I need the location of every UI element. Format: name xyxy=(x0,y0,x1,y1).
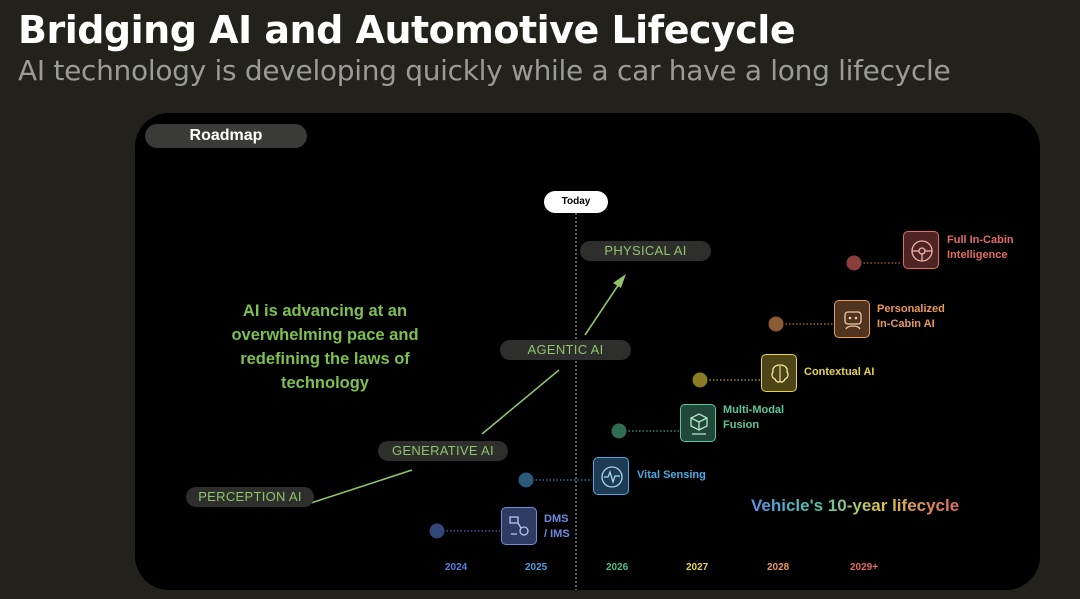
feature-multi-modal-label: Multi-Modal Fusion xyxy=(723,404,785,431)
year-label-2026: 2026 xyxy=(606,562,629,573)
today-marker: Today xyxy=(544,191,608,213)
dot-contextual xyxy=(692,372,708,388)
feature-contextual-label: Contextual AI xyxy=(804,366,875,378)
page-subtitle: AI technology is developing quickly whil… xyxy=(18,54,951,87)
feature-dms-ims-label: DMS / IMS xyxy=(544,513,570,540)
vehicle-lifecycle-label: Vehicle's 10-year lifecycle xyxy=(751,496,960,515)
brain-icon xyxy=(771,364,789,383)
stage-generative-ai: GENERATIVE AI xyxy=(378,441,508,461)
year-label-2028: 2028 xyxy=(767,562,790,573)
stage-agentic-ai: AGENTIC AI xyxy=(500,340,631,360)
feature-personalized-box xyxy=(834,300,870,338)
feature-vital-sensing-label: Vital Sensing xyxy=(637,469,706,481)
year-label-2025: 2025 xyxy=(525,562,548,573)
dot-vital-sensing xyxy=(518,472,534,488)
year-label-2024: 2024 xyxy=(445,562,468,573)
feature-vital-sensing-box xyxy=(593,457,629,495)
feature-multi-modal-box xyxy=(680,404,716,442)
arrow-perception-generative xyxy=(310,469,413,504)
year-label-2029-plus: 2029+ xyxy=(850,562,879,573)
roadmap-label: Roadmap xyxy=(145,124,307,148)
arrow-head xyxy=(613,274,626,288)
feature-full-in-cabin-box xyxy=(903,231,939,269)
feature-personalized-label: Personalized In-Cabin AI xyxy=(877,303,945,330)
ai-pace-statement: AI is advancing at an overwhelming pace … xyxy=(231,302,419,392)
steering-wheel-icon xyxy=(911,240,933,262)
robot-face-icon xyxy=(844,311,862,330)
arrow-agentic-physical xyxy=(584,280,622,336)
page-title: Bridging AI and Automotive Lifecycle xyxy=(18,8,796,52)
dot-full-in-cabin xyxy=(846,255,862,271)
dot-multi-modal xyxy=(611,423,627,439)
stage-perception-ai: PERCEPTION AI xyxy=(186,487,314,507)
feature-full-in-cabin-label: Full In-Cabin Intelligence xyxy=(947,234,1014,261)
dot-personalized xyxy=(768,316,784,332)
roadmap-panel: Roadmap Today PERCEPTION AI GENERATIVE A… xyxy=(135,113,1040,590)
fusion-cube-icon xyxy=(690,413,708,435)
heartbeat-icon xyxy=(601,466,623,488)
feature-dms-ims-box xyxy=(501,507,537,545)
feature-contextual-box xyxy=(761,354,797,392)
stage-physical-ai: PHYSICAL AI xyxy=(580,241,711,261)
dot-dms-ims xyxy=(429,523,445,539)
year-label-2027: 2027 xyxy=(686,562,709,573)
arrow-generative-agentic xyxy=(481,369,560,435)
roadmap-connectors xyxy=(310,213,902,590)
dms-ims-icon xyxy=(509,516,529,536)
